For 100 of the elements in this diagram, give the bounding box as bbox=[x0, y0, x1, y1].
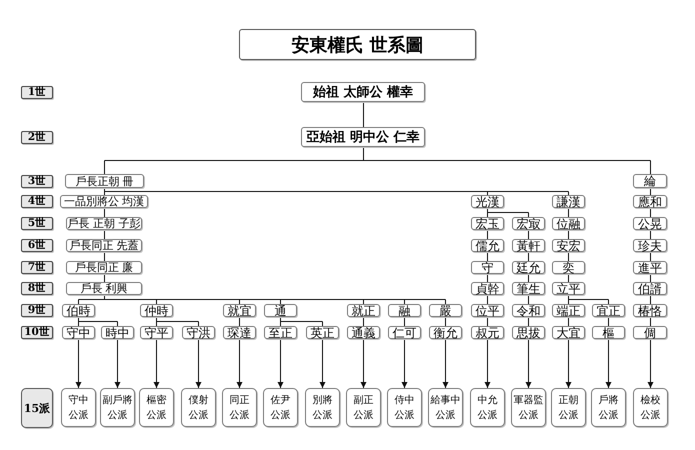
name-box: 樞 bbox=[592, 326, 625, 339]
arrow bbox=[526, 338, 532, 388]
name-box: 珍夫 bbox=[633, 239, 667, 252]
name-box: 宏㝡 bbox=[512, 217, 545, 230]
arrow bbox=[236, 338, 242, 388]
connector-line bbox=[280, 321, 281, 326]
name-box: 始祖 太師公 權幸 bbox=[301, 82, 425, 102]
name-box: 宜正 bbox=[592, 304, 625, 317]
name-box: 端正 bbox=[552, 304, 585, 317]
name-box: 安宏 bbox=[552, 239, 585, 252]
branch-box: 副戶將公派 bbox=[100, 388, 135, 427]
arrow bbox=[566, 338, 572, 388]
generation-box: 9世 bbox=[21, 304, 53, 317]
name-box: 綸 bbox=[633, 174, 667, 188]
branch-box: 軍器監公派 bbox=[511, 388, 546, 427]
branch-box: 中允公派 bbox=[470, 388, 505, 427]
connector-line bbox=[322, 321, 323, 326]
arrow bbox=[114, 338, 120, 388]
name-box: 椿恪 bbox=[633, 304, 667, 317]
name-box: 通 bbox=[264, 304, 297, 317]
name-box: 至正 bbox=[264, 326, 297, 339]
arrow bbox=[648, 338, 654, 388]
name-box: 戶長同正 先蓋 bbox=[66, 239, 142, 252]
connector-line bbox=[156, 316, 199, 322]
name-box: 大宜 bbox=[552, 326, 585, 339]
connector-line bbox=[78, 321, 79, 326]
name-box: 嚴 bbox=[429, 304, 462, 317]
branch-box: 副正公派 bbox=[346, 388, 381, 427]
connector-line bbox=[487, 191, 488, 196]
connector-line bbox=[650, 160, 651, 174]
connector-line bbox=[487, 212, 488, 218]
name-box: 立平 bbox=[552, 282, 585, 295]
name-box: 廷允 bbox=[512, 261, 545, 274]
arrow bbox=[320, 338, 326, 388]
name-box: 思拔 bbox=[512, 326, 545, 339]
connector-line bbox=[363, 299, 364, 304]
name-box: 守平 bbox=[140, 326, 173, 339]
generation-box: 4世 bbox=[21, 195, 53, 208]
name-box: 儒允 bbox=[471, 239, 504, 252]
name-box: 伯諝 bbox=[633, 282, 667, 295]
connector-line bbox=[363, 102, 364, 128]
generation-box: 15派 bbox=[21, 388, 53, 428]
name-box: 叔元 bbox=[471, 326, 504, 339]
name-box: 光漢 bbox=[471, 195, 504, 208]
name-box: 守 bbox=[471, 261, 504, 274]
branch-box: 守中公派 bbox=[61, 388, 96, 427]
connector-line bbox=[104, 146, 651, 161]
arrow bbox=[278, 338, 284, 388]
name-box: 戶長 利興 bbox=[66, 282, 142, 295]
name-box: 貞幹 bbox=[471, 282, 504, 295]
generation-box: 1世 bbox=[21, 86, 53, 99]
generation-box: 10世 bbox=[21, 326, 53, 339]
branch-box: 樞密公派 bbox=[139, 388, 174, 427]
name-box: 英正 bbox=[306, 326, 339, 339]
connector-line bbox=[104, 160, 105, 174]
name-box: 謙漢 bbox=[552, 195, 585, 208]
generation-box: 7世 bbox=[21, 261, 53, 274]
name-box: 戶長正朝 冊 bbox=[65, 174, 144, 188]
name-box: 守洪 bbox=[182, 326, 215, 339]
branch-box: 別將公派 bbox=[305, 388, 340, 427]
name-box: 應和 bbox=[633, 195, 667, 208]
connector-line bbox=[568, 191, 569, 196]
title-box: 安東權氏 世系圖 bbox=[239, 29, 476, 60]
connector-line bbox=[156, 321, 157, 326]
connector-line bbox=[608, 299, 609, 304]
name-box: 奕 bbox=[552, 261, 585, 274]
branch-box: 檢校公派 bbox=[633, 388, 668, 427]
connector-line bbox=[78, 316, 118, 322]
connector-line bbox=[528, 212, 529, 218]
branch-box: 侍中公派 bbox=[387, 388, 422, 427]
name-box: 衡允 bbox=[429, 326, 462, 339]
branch-box: 給事中公派 bbox=[428, 388, 463, 427]
name-box: 融 bbox=[388, 304, 421, 317]
arrow bbox=[154, 338, 160, 388]
name-box: 仁可 bbox=[388, 326, 421, 339]
name-box: 宏玉 bbox=[471, 217, 504, 230]
connector-line bbox=[280, 299, 281, 304]
arrow bbox=[402, 338, 408, 388]
connector-line bbox=[445, 299, 446, 304]
arrow bbox=[484, 338, 490, 388]
name-box: 就正 bbox=[347, 304, 380, 317]
name-box: 令和 bbox=[512, 304, 545, 317]
branch-box: 僕射公派 bbox=[181, 388, 216, 427]
branch-box: 正朝公派 bbox=[551, 388, 586, 427]
name-box: 仲時 bbox=[140, 304, 173, 317]
connector-line bbox=[568, 299, 569, 304]
arrow bbox=[196, 338, 202, 388]
name-box: 戶長同正 廉 bbox=[66, 261, 142, 274]
generation-box: 3世 bbox=[21, 175, 53, 188]
name-box: 一品別將公 均漢 bbox=[60, 195, 148, 208]
connector-line bbox=[104, 188, 569, 192]
generation-box: 5世 bbox=[21, 217, 53, 230]
name-box: 進平 bbox=[633, 261, 667, 274]
connector-line bbox=[78, 299, 79, 304]
name-box: 就宜 bbox=[223, 304, 256, 317]
connector-line bbox=[156, 299, 157, 304]
connector-line bbox=[404, 299, 405, 304]
arrow bbox=[606, 338, 612, 388]
arrow bbox=[360, 338, 366, 388]
branch-box: 戶將公派 bbox=[591, 388, 626, 427]
